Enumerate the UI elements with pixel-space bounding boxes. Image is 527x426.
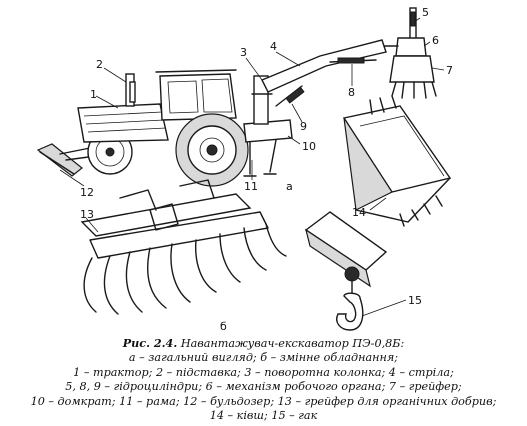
figure-number: Рис. 2.4. [122,336,178,350]
caption-title: Рис. 2.4. Навантажувач-екскаватор ПЭ-0,8… [0,336,527,351]
bulldozer-blade [36,143,97,177]
callout-7: 7 [446,64,453,77]
tractor-loader-excavator-drawing [36,7,437,187]
swing-column [251,75,273,125]
working-mechanism [383,7,427,57]
caption-line-1: а – загальний вигляд; б – змінне обладна… [128,351,399,365]
figure-caption: Рис. 2.4. Навантажувач-екскаватор ПЭ-0,8… [0,336,527,423]
figure-title: Навантажувач-екскаватор ПЭ-0,8Б: [180,337,405,350]
callout-3: 3 [240,46,247,59]
subfigure-label-a: а [286,180,293,193]
hook-drawing [304,211,388,331]
callout-10: 10 [302,140,316,153]
tractor-cab [155,69,237,121]
organic-fertilizer-grab-drawing [80,179,287,315]
subfigure-label-b: б [220,320,227,333]
callout-2: 2 [96,58,103,71]
callout-6: 6 [432,34,439,47]
caption-line-2: 1 – трактор; 2 – підставка; 3 – поворотн… [73,365,454,379]
excavator-frame-and-jack [243,119,293,177]
caption-line-5: 14 – ківш; 15 – гак [209,409,318,423]
tractor-rear-wheel [175,113,249,187]
callout-4: 4 [270,40,277,53]
caption-line-3: 5, 8, 9 – гідроциліндри; 6 – механізм ро… [65,380,462,394]
callout-12: 12 [80,186,94,199]
callout-5: 5 [422,6,429,19]
caption-line-4: 10 – домкрат; 11 – рама; 12 – бульдозер;… [30,394,497,408]
callout-13: 13 [80,208,94,221]
grab [389,55,437,99]
callout-numbers: 1 2 3 4 5 6 7 8 9 10 11 12 13 14 15 [80,6,453,307]
callout-15: 15 [408,294,422,307]
bucket-drawing [342,95,452,227]
callout-9: 9 [300,120,307,133]
callout-8: 8 [348,86,355,99]
callout-11: 11 [244,180,258,193]
callout-1: 1 [90,88,97,101]
excavator-boom [261,39,387,107]
tractor-hood [77,73,169,143]
callout-14: 14 [352,206,366,219]
callout-leaders [59,17,445,317]
